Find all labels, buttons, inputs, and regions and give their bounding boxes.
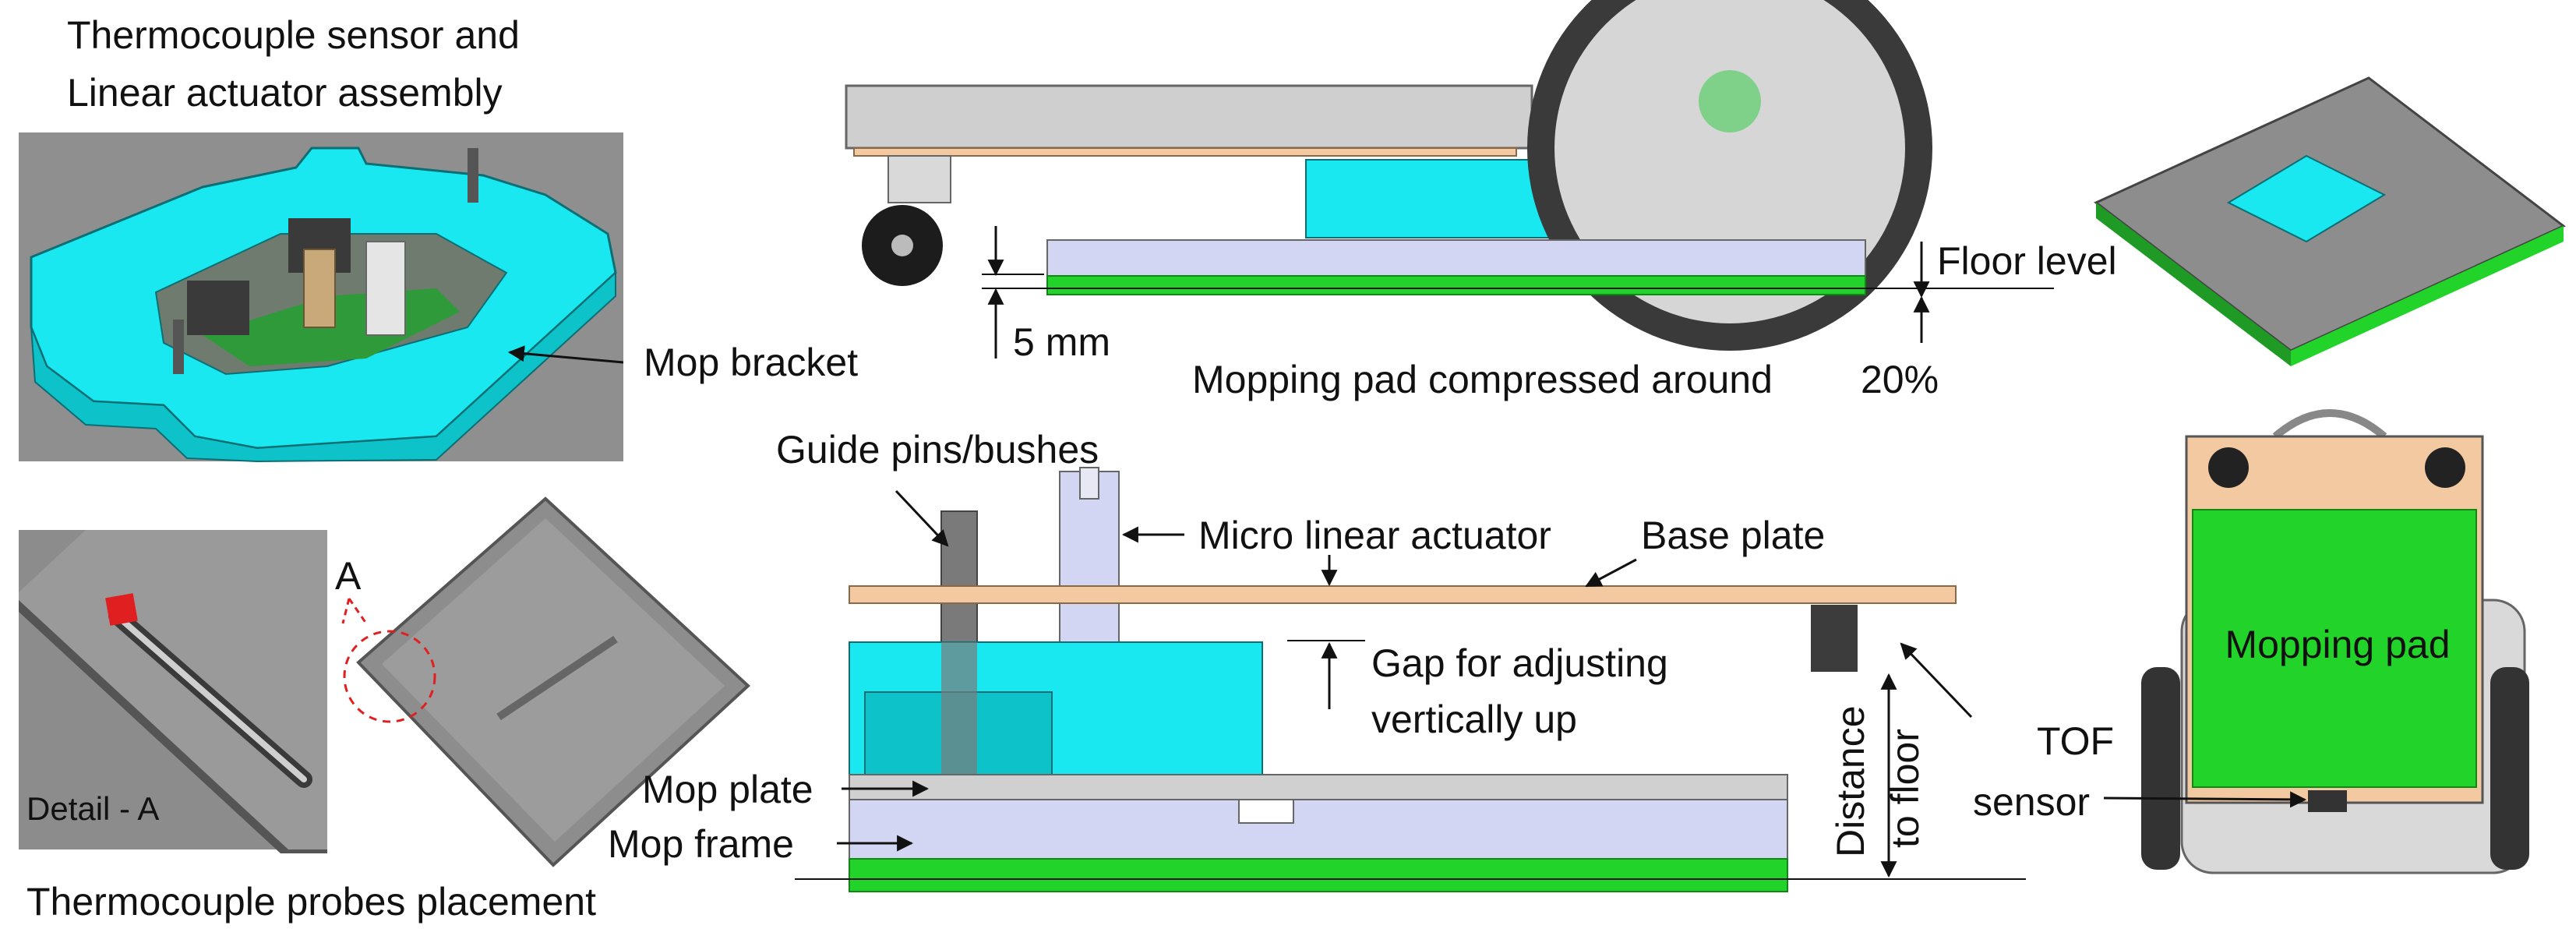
iso-plate-side-left xyxy=(2096,203,2291,366)
tof-label-line2: sensor xyxy=(1973,780,2090,824)
robot-handle xyxy=(2272,409,2387,440)
five-mm-label: 5 mm xyxy=(1013,320,1110,364)
gap-label-line2: vertically up xyxy=(1371,698,1577,741)
detail-a-view xyxy=(19,530,327,853)
right-wheel xyxy=(2490,667,2529,870)
compressed-label: Mopping pad compressed around xyxy=(1192,358,1773,401)
actuator-housing-top xyxy=(1305,159,1564,238)
mop-plate xyxy=(849,774,1788,800)
base-plate xyxy=(849,585,1957,604)
caster-right xyxy=(2425,447,2465,488)
distance-label-line1: Distance xyxy=(1829,705,1872,857)
guide-pin-1 xyxy=(468,148,478,203)
mopping-pad-bottom xyxy=(2192,509,2477,788)
robot-body-lower xyxy=(845,84,1533,150)
base-plate-arrow xyxy=(1585,558,1637,588)
tof-sensor-bottom-arrow xyxy=(2103,791,2307,808)
guide-bush xyxy=(303,249,336,328)
tof-sensor xyxy=(1811,605,1858,672)
distance-label-line2: to floor xyxy=(1883,729,1927,848)
terminal-block-2 xyxy=(187,281,249,335)
mop-plate-label: Mop plate xyxy=(642,768,813,811)
mop-bracket-label: Mop bracket xyxy=(644,341,858,384)
mop-frame xyxy=(849,799,1788,860)
center-rod xyxy=(496,635,618,721)
tof-arrow xyxy=(1900,642,1973,719)
robot-bottom-view xyxy=(2141,409,2529,874)
caster-mount xyxy=(887,155,951,203)
detail-a-circle xyxy=(343,630,436,723)
guide-pins-label: Guide pins/bushes xyxy=(776,428,1099,472)
guide-pins-arrow xyxy=(895,489,949,547)
floor-level-label: Floor level xyxy=(1937,239,2117,283)
assembly-title-line1: Thermocouple sensor and xyxy=(67,13,520,57)
gap-label-line1: Gap for adjusting xyxy=(1371,641,1668,685)
compressed-percent: 20% xyxy=(1861,358,1939,401)
detail-a-label: Detail - A xyxy=(26,790,159,827)
mopping-pad-label: Mopping pad xyxy=(2225,623,2450,666)
probe-tip-red xyxy=(105,593,138,626)
tof-label-line1: TOF xyxy=(2037,719,2114,763)
mop-bracket-edge xyxy=(30,270,616,463)
caster-left xyxy=(2208,447,2249,488)
probes-caption: Thermocouple probes placement xyxy=(26,880,596,924)
base-plate-top xyxy=(853,147,1517,157)
mop-bracket-render xyxy=(19,132,623,463)
left-wheel xyxy=(2141,667,2180,870)
iso-mop-plate xyxy=(2094,76,2566,366)
micro-actuator-body xyxy=(1059,471,1120,644)
base-plate-label: Base plate xyxy=(1641,514,1825,557)
detail-marker-a: A xyxy=(335,554,362,598)
iso-bracket xyxy=(2226,154,2387,243)
micro-actuator-label: Micro linear actuator xyxy=(1198,514,1551,557)
tof-sensor-bottom xyxy=(2308,790,2347,812)
guide-pin-2 xyxy=(173,320,184,374)
iso-plate-side-right xyxy=(2291,226,2564,366)
actuator-body xyxy=(365,241,406,336)
side-section-view xyxy=(849,467,1957,892)
plate-with-probes xyxy=(343,496,750,867)
mopping-pad-side xyxy=(849,858,1788,892)
mopping-pad-top xyxy=(1046,275,1866,295)
mop-frame-label: Mop frame xyxy=(608,822,794,866)
assembly-title-line2: Linear actuator assembly xyxy=(67,71,503,115)
side-view-top xyxy=(845,0,1932,351)
mop-frame-top xyxy=(1046,239,1866,277)
mop-bracket-arrow xyxy=(507,345,624,364)
